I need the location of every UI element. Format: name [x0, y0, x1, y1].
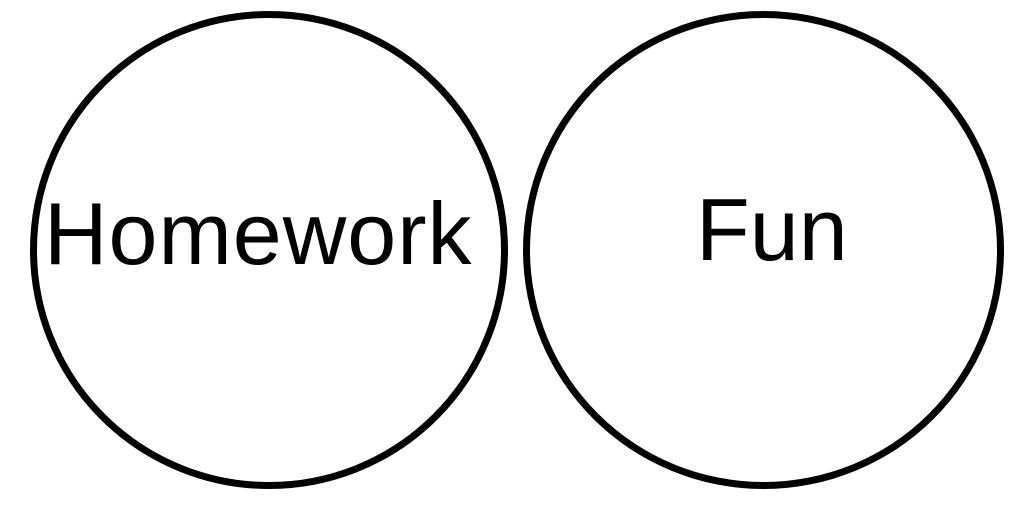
homework-label: Homework: [44, 184, 473, 283]
fun-circle: [523, 11, 1004, 489]
homework-circle: [30, 11, 508, 489]
fun-label: Fun: [696, 180, 848, 279]
